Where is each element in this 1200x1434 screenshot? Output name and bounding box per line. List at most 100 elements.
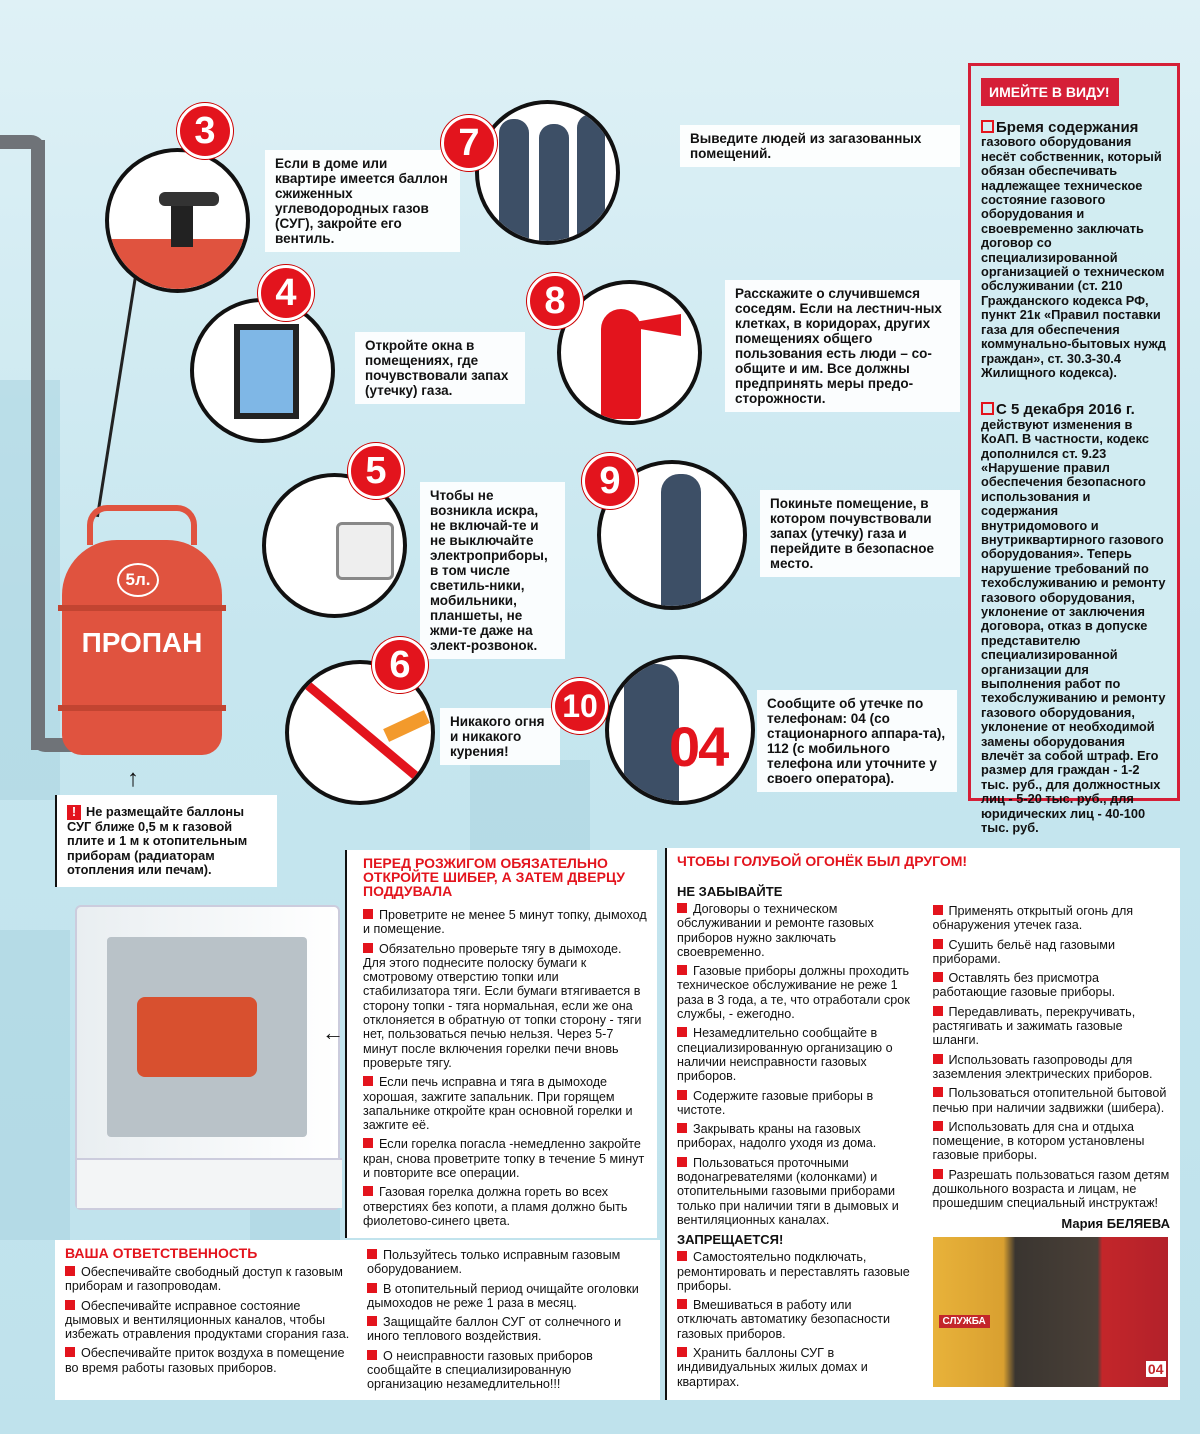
list-item-text: Пользоваться отопительной бытовой печью … [932, 1086, 1167, 1115]
bullet-square-icon [677, 903, 687, 913]
list-item: Хранить баллоны СУГ в индивидуальных жил… [677, 1346, 915, 1389]
list-item: Закрывать краны на газовых приборах, над… [677, 1122, 915, 1151]
blue-flame-title: ЧТОБЫ ГОЛУБОЙ ОГОНЁК БЫЛ ДРУГОМ! [677, 853, 968, 869]
background-building [0, 380, 60, 800]
gas-boiler-illustration [75, 905, 342, 1210]
no-smoking-icon [295, 674, 431, 791]
list-item-text: Если горелка погасла -немедленно закройт… [363, 1137, 645, 1181]
keep-in-mind-title: ИМЕЙТЕ В ВИДУ! [981, 78, 1119, 106]
list-item: Применять открытый огонь для обнаружения… [932, 904, 1171, 933]
phone-caller-icon [624, 664, 679, 801]
bullet-square-icon [677, 965, 687, 976]
list-item-text: Пользоваться проточными водонагревателям… [677, 1155, 899, 1227]
author: Мария БЕЛЯЕВА [1061, 1215, 1170, 1231]
bullet-square-icon [932, 905, 943, 915]
bullet-square-icon [366, 1249, 377, 1259]
gas-service-van-photo: СЛУЖБА 04 [932, 1236, 1168, 1387]
note-text: Не размещайте баллоны СУГ ближе 0,5 м к … [67, 804, 248, 877]
gas-pipe [31, 140, 45, 750]
bullet-square-icon [363, 1076, 373, 1087]
bullet-square-icon [677, 1089, 687, 1100]
bullet-square-icon [932, 972, 943, 983]
list-item: Вмешиваться в работу или отключать автом… [677, 1298, 915, 1341]
cylinder-placement-note: !Не размещайте баллоны СУГ ближе 0,5 м к… [55, 795, 277, 887]
responsibility-section: ВАША ОТВЕТСТВЕННОСТЬ Обеспечивайте свобо… [55, 1240, 660, 1400]
list-item-text: Использовать для сна и отдыха помещение,… [932, 1119, 1145, 1163]
responsibility-title: ВАША ОТВЕТСТВЕННОСТЬ [65, 1245, 258, 1261]
list-item: Обеспечивайте приток воздуха в помещение… [65, 1346, 353, 1375]
bullet-square-icon [677, 1347, 687, 1358]
step-4-badge: 4 [258, 265, 314, 321]
bullet-square-icon [932, 1053, 943, 1064]
list-item-text: В отопительный период очищайте оголовки … [366, 1281, 639, 1310]
list-item-text: Если печь исправна и тяга в дымоходе хор… [363, 1075, 633, 1133]
step-10-text: Сообщите об утечке по телефонам: 04 (со … [757, 690, 957, 792]
bullet-square-icon [932, 1120, 943, 1131]
bullet-square-icon [65, 1347, 75, 1358]
megaphone-person-icon [601, 309, 641, 419]
walking-person-icon [661, 474, 701, 606]
list-item-text: О неисправности газовых приборов сообщай… [366, 1348, 593, 1392]
responsibility-list: Обеспечивайте свободный доступ к газовым… [65, 1265, 353, 1375]
window-icon [234, 324, 299, 419]
bullet-square-icon [677, 1299, 687, 1310]
list-item: Обеспечивайте свободный доступ к газовым… [65, 1265, 353, 1294]
list-item: Использовать газопроводы для заземления … [932, 1053, 1171, 1082]
step-10-illustration: 04 [605, 655, 755, 805]
arrow-left-icon: ← [322, 1020, 344, 1045]
bullet-square-icon [932, 1087, 943, 1098]
bullet-square-icon [932, 1005, 943, 1016]
remember-list: Договоры о техническом обслуживании и ре… [677, 902, 915, 1227]
paragraph-lead: С 5 декабря 2016 г. [981, 402, 1167, 417]
step-10-badge: 10 [552, 678, 608, 734]
remember-title: НЕ ЗАБЫВАЙТЕ [677, 884, 783, 899]
list-item: Пользуйтесь только исправным газовым обо… [366, 1248, 650, 1277]
bullet-square-icon [363, 1186, 373, 1197]
hose-line [95, 269, 138, 518]
list-item: Обязательно проверьте тягу в дымоходе. Д… [363, 942, 647, 1071]
list-item: Сушить бельё над газовыми приборами. [932, 938, 1171, 967]
list-item-text: Газовые приборы должны проходить техниче… [677, 964, 910, 1022]
list-item-text: Оставлять без присмотра работающие газов… [932, 971, 1116, 1000]
van-number: 04 [1145, 1360, 1166, 1377]
list-item: Незамедлительно сообщайте в специализиро… [677, 1026, 915, 1083]
bullet-square-icon [65, 1266, 75, 1276]
list-item-text: Закрывать краны на газовых приборах, над… [677, 1122, 877, 1151]
list-item-text: Обязательно проверьте тягу в дымоходе. Д… [363, 941, 642, 1070]
stove-ignition-title: ПЕРЕД РОЗЖИГОМ ОБЯЗАТЕЛЬНО ОТКРОЙТЕ ШИБЕ… [363, 855, 625, 899]
emergency-number-04: 04 [669, 715, 729, 778]
step-6-text: Никакого огня и никакого курения! [440, 708, 560, 765]
list-item: Самостоятельно подключать, ремонтировать… [677, 1250, 915, 1293]
keep-in-mind-panel: ИМЕЙТЕ В ВИДУ! Бремя содержания газового… [968, 63, 1180, 835]
stove-ignition-section: ПЕРЕД РОЗЖИГОМ ОБЯЗАТЕЛЬНО ОТКРОЙТЕ ШИБЕ… [345, 850, 657, 1238]
background-building [470, 760, 590, 850]
list-item-text: Обеспечивайте свободный доступ к газовым… [65, 1265, 343, 1294]
list-item: Разрешать пользоваться газом детям дошко… [932, 1168, 1171, 1211]
bullet-square-icon [677, 1027, 687, 1038]
bullet-square-icon [363, 1138, 373, 1149]
list-item-text: Вмешиваться в работу или отключать автом… [677, 1298, 891, 1341]
checkbox-icon [981, 402, 994, 416]
list-item: Газовая горелка должна гореть во всех от… [363, 1185, 647, 1228]
list-item-text: Самостоятельно подключать, ремонтировать… [677, 1250, 910, 1293]
cylinder-label: ПРОПАН [81, 627, 203, 658]
propane-cylinder: 5л. ПРОПАН [58, 505, 226, 755]
step-8-text: Расскажите о случившемся соседям. Если н… [725, 280, 960, 412]
list-item-text: Договоры о техническом обслуживании и ре… [677, 902, 874, 959]
forbidden-list-continued: Применять открытый огонь для обнаружения… [932, 904, 1171, 1211]
step-3-text: Если в доме или квартире имеется баллон … [265, 150, 460, 252]
step-7-text: Выведите людей из загазованных помещений… [680, 125, 960, 167]
list-item: Использовать для сна и отдыха помещение,… [932, 1119, 1171, 1163]
list-item-text: Содержите газовые приборы в чистоте. [677, 1088, 874, 1117]
stove-ignition-list: Проветрите не менее 5 минут топку, дымох… [363, 908, 647, 1228]
checkbox-icon [981, 120, 994, 133]
arrow-up-icon: ↑ [127, 765, 139, 792]
list-item: Если горелка погасла -немедленно закройт… [363, 1137, 647, 1180]
step-7-illustration [475, 100, 620, 245]
bullet-square-icon [677, 1251, 687, 1262]
list-item: Договоры о техническом обслуживании и ре… [677, 902, 915, 959]
list-item-text: Газовая горелка должна гореть во всех от… [363, 1185, 628, 1228]
list-item: Обеспечивайте исправное состояние дымовы… [65, 1299, 353, 1342]
background-building [0, 930, 70, 1240]
list-item: Газовые приборы должны проходить техниче… [677, 964, 915, 1021]
